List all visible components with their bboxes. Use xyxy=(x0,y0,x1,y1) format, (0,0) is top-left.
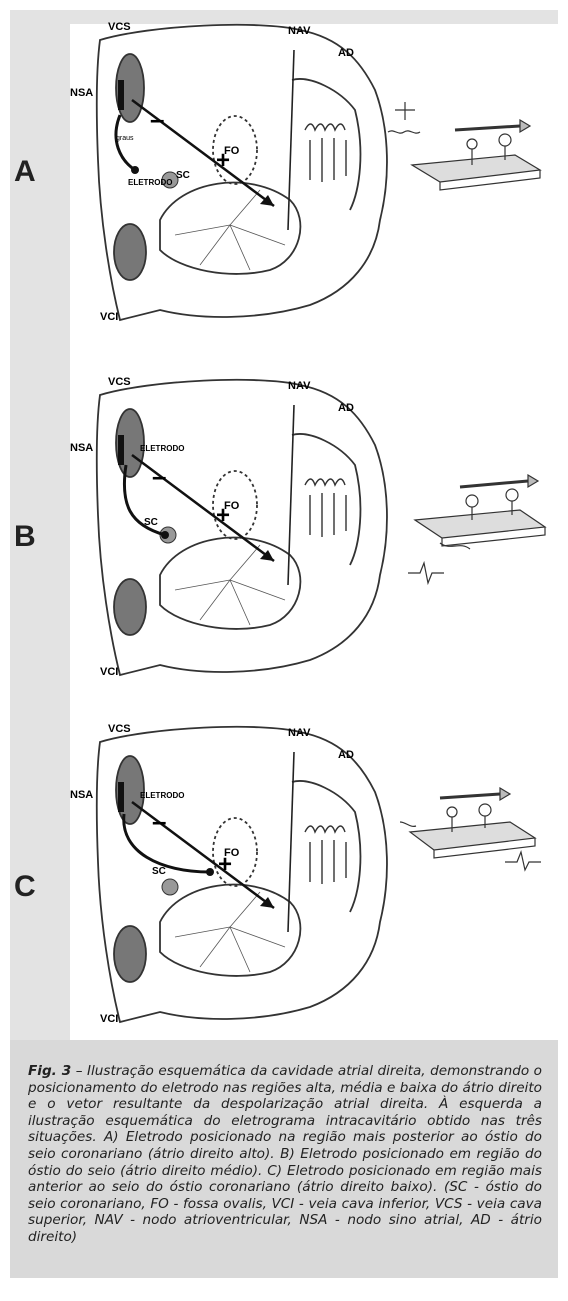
panel-b-diagram: VCS NAV AD NSA FO SC VCI ELETRODO – + xyxy=(60,375,548,695)
appendage-outline xyxy=(292,434,360,565)
electrode-tip xyxy=(206,868,214,876)
nsa-marker xyxy=(118,435,124,465)
label-minus: – xyxy=(152,806,166,836)
label-vci: VCI xyxy=(100,311,118,323)
electrogram-sketch-b xyxy=(408,475,545,583)
label-nsa: NSA xyxy=(70,87,93,99)
label-minus: – xyxy=(150,104,164,134)
tricuspid-valve xyxy=(160,538,300,629)
label-sc: SC xyxy=(144,517,158,528)
label-eletrodo: ELETRODO xyxy=(128,178,172,187)
tricuspid-valve xyxy=(160,885,300,976)
panel-letter-a: A xyxy=(14,155,36,189)
label-vcs: VCS xyxy=(108,21,131,33)
electrode-tip xyxy=(131,166,139,174)
label-vcs: VCS xyxy=(108,376,131,388)
vci-ostium xyxy=(114,926,146,982)
electrode-catheter xyxy=(124,814,210,872)
label-ad: AD xyxy=(338,749,354,761)
appendage-outline xyxy=(292,781,360,912)
caption-body: – Ilustração esquemática da cavidade atr… xyxy=(28,1063,542,1245)
vci-ostium xyxy=(114,579,146,635)
label-plus: + xyxy=(216,147,230,174)
appendage-outline xyxy=(292,79,360,210)
label-vcs: VCS xyxy=(108,723,131,735)
nsa-marker xyxy=(118,80,124,110)
label-eletrodo: ELETRODO xyxy=(140,791,184,800)
label-ad: AD xyxy=(338,402,354,414)
label-nav: NAV xyxy=(288,727,311,739)
pectinate-muscles xyxy=(305,479,346,537)
label-nav: NAV xyxy=(288,25,311,37)
figure-caption: Fig. 3 – Ilustração esquemática da cavid… xyxy=(28,1063,542,1246)
pectinate-muscles xyxy=(305,826,346,884)
sc-ostium xyxy=(162,879,178,895)
panel-a-diagram: VCS NAV AD NSA FO SC VCI ELETRODO graus … xyxy=(60,20,548,340)
label-nav: NAV xyxy=(288,380,311,392)
label-graus: graus xyxy=(116,135,134,142)
caption-label: Fig. 3 xyxy=(28,1063,71,1079)
nsa-marker xyxy=(118,782,124,812)
panel-letter-c: C xyxy=(14,870,36,904)
vci-ostium xyxy=(114,224,146,280)
label-nsa: NSA xyxy=(70,789,93,801)
electrogram-sketch-a xyxy=(388,102,540,190)
label-nsa: NSA xyxy=(70,442,93,454)
label-plus: + xyxy=(218,851,232,878)
panel-c-diagram: VCS NAV AD NSA FO SC VCI ELETRODO – + xyxy=(60,722,548,1042)
panel-letter-b: B xyxy=(14,520,36,554)
electrode-tip xyxy=(161,531,169,539)
label-sc: SC xyxy=(152,866,166,877)
electrogram-sketch-c xyxy=(400,788,541,870)
electrode-catheter xyxy=(116,115,135,170)
tricuspid-valve xyxy=(160,183,300,274)
label-sc: SC xyxy=(176,170,190,181)
label-vci: VCI xyxy=(100,666,118,678)
label-plus: + xyxy=(216,502,230,529)
label-minus: – xyxy=(152,461,166,491)
label-eletrodo: ELETRODO xyxy=(140,444,184,453)
label-vci: VCI xyxy=(100,1013,118,1025)
pectinate-muscles xyxy=(305,124,346,182)
label-ad: AD xyxy=(338,47,354,59)
